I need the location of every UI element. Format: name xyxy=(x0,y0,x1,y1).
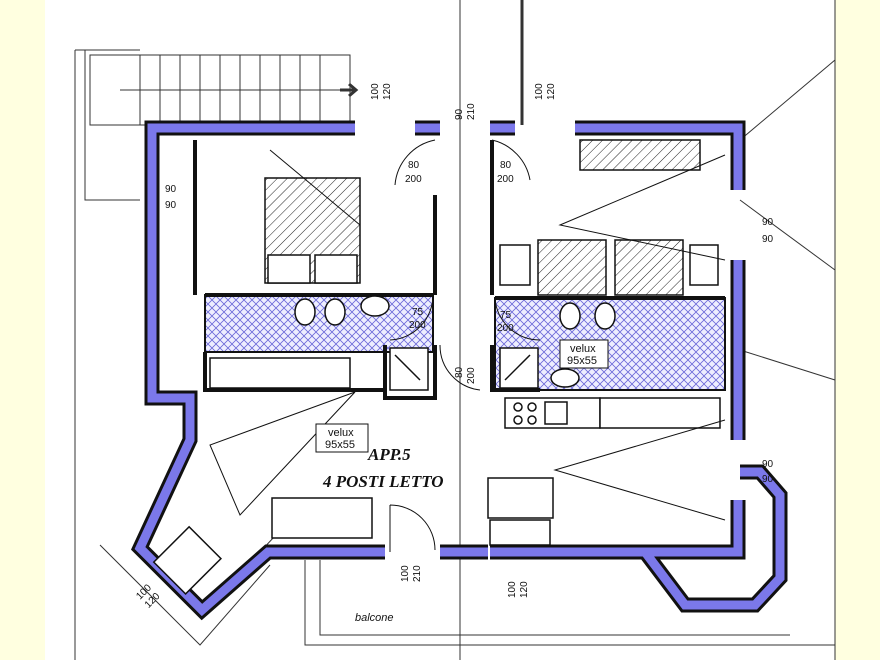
doors xyxy=(389,139,541,552)
svg-text:100: 100 xyxy=(507,581,518,598)
svg-text:90: 90 xyxy=(762,459,774,470)
svg-text:210: 210 xyxy=(412,565,423,582)
svg-text:90: 90 xyxy=(454,108,465,120)
roof-outline xyxy=(74,0,836,660)
svg-text:80: 80 xyxy=(454,366,465,378)
staircase xyxy=(89,54,359,126)
svg-text:210: 210 xyxy=(466,103,477,120)
svg-text:200: 200 xyxy=(409,320,426,331)
svg-text:80: 80 xyxy=(408,160,420,171)
svg-text:200: 200 xyxy=(466,367,477,384)
svg-text:90: 90 xyxy=(762,217,774,228)
bay-armchair xyxy=(152,525,223,596)
svg-text:80: 80 xyxy=(500,160,512,171)
room-triangles xyxy=(209,149,726,521)
svg-text:200: 200 xyxy=(497,174,514,185)
furniture xyxy=(152,139,721,596)
svg-text:95x55: 95x55 xyxy=(567,355,597,367)
svg-text:100: 100 xyxy=(400,565,411,582)
svg-text:120: 120 xyxy=(519,581,530,598)
wardrobe xyxy=(579,139,701,171)
dining-table xyxy=(487,477,554,519)
svg-text:200: 200 xyxy=(405,174,422,185)
bathroom-left xyxy=(204,294,434,353)
velux-label-right: velux 95x55 xyxy=(559,339,609,369)
svg-text:120: 120 xyxy=(546,83,557,100)
shower-right xyxy=(499,347,539,389)
svg-text:90: 90 xyxy=(165,200,177,211)
svg-text:75: 75 xyxy=(412,307,424,318)
svg-text:90: 90 xyxy=(762,474,774,485)
apartment-title: APP.5 xyxy=(367,445,411,464)
svg-text:90: 90 xyxy=(165,184,177,195)
svg-text:100: 100 xyxy=(370,83,381,100)
svg-text:75: 75 xyxy=(500,310,512,321)
balcony-label: balcone xyxy=(355,612,394,624)
interior-walls xyxy=(193,140,725,400)
svg-text:velux: velux xyxy=(570,343,596,355)
velux-label-left: velux 95x55 xyxy=(315,423,369,453)
apartment-beds: 4 POSTI LETTO xyxy=(322,472,444,491)
single-bed-1 xyxy=(537,239,607,296)
outer-walls xyxy=(130,120,788,621)
svg-text:120: 120 xyxy=(382,83,393,100)
svg-text:95x55: 95x55 xyxy=(325,439,355,451)
svg-text:velux: velux xyxy=(328,427,354,439)
svg-text:100: 100 xyxy=(534,83,545,100)
svg-text:90: 90 xyxy=(762,234,774,245)
svg-text:200: 200 xyxy=(497,323,514,334)
single-bed-2 xyxy=(614,239,684,296)
sofa xyxy=(271,497,373,539)
